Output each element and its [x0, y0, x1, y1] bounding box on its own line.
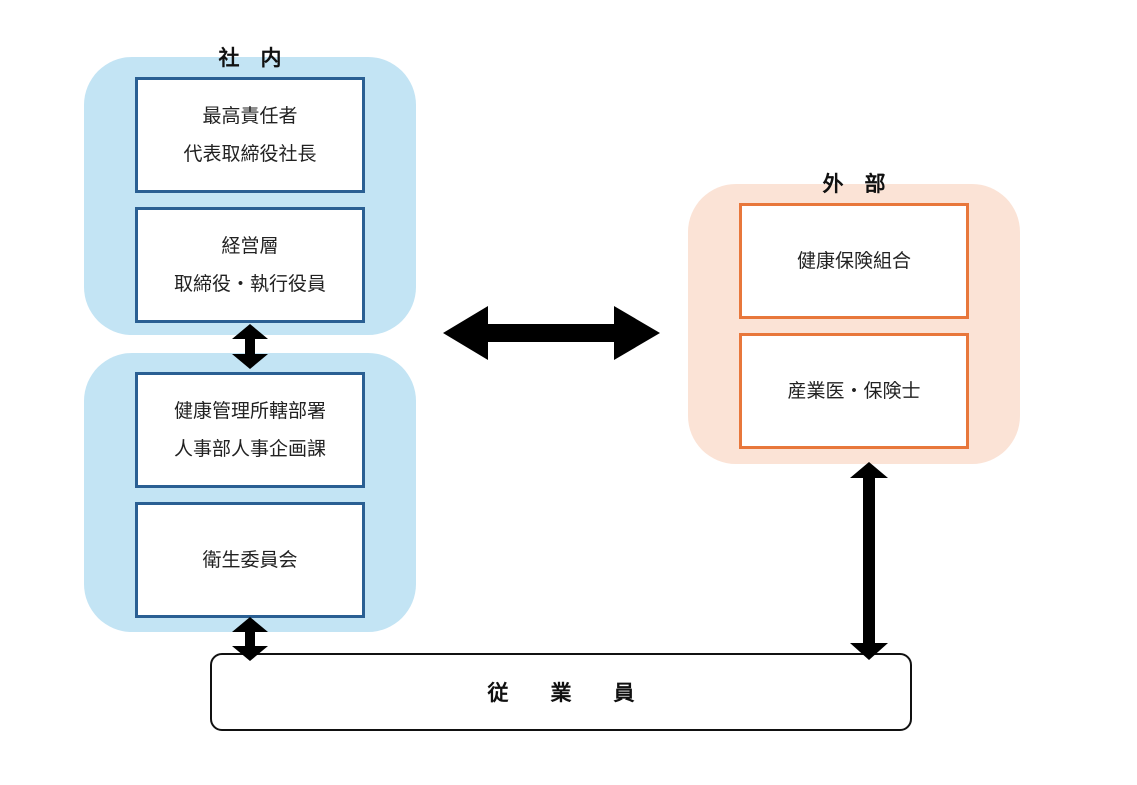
external-group-label: 外 部 [822, 172, 886, 196]
doctor-box: 産業医・保険士 [739, 333, 969, 449]
top-management-box: 最高責任者 代表取締役社長 [135, 77, 365, 193]
internal-external-arrow [443, 306, 660, 360]
health-dept-box: 健康管理所轄部署 人事部人事企画課 [135, 372, 365, 488]
insurance-box: 健康保険組合 [739, 203, 969, 319]
management-title: 経営層 [221, 235, 279, 257]
committee-title: 衛生委員会 [202, 549, 298, 571]
management-role: 取締役・執行役員 [173, 273, 326, 295]
committee-box: 衛生委員会 [135, 502, 365, 618]
internal-group-label: 社 内 [218, 46, 282, 70]
top-management-title: 最高責任者 [202, 105, 298, 127]
doctor-title: 産業医・保険士 [787, 380, 921, 402]
management-box: 経営層 取締役・執行役員 [135, 207, 365, 323]
top-management-role: 代表取締役社長 [183, 143, 317, 165]
insurance-title: 健康保険組合 [796, 250, 911, 272]
external-employees-arrow [850, 462, 888, 660]
employees-box: 従 業 員 [210, 653, 912, 731]
health-dept-title: 健康管理所轄部署 [173, 400, 326, 422]
health-dept-section: 人事部人事企画課 [173, 438, 326, 460]
